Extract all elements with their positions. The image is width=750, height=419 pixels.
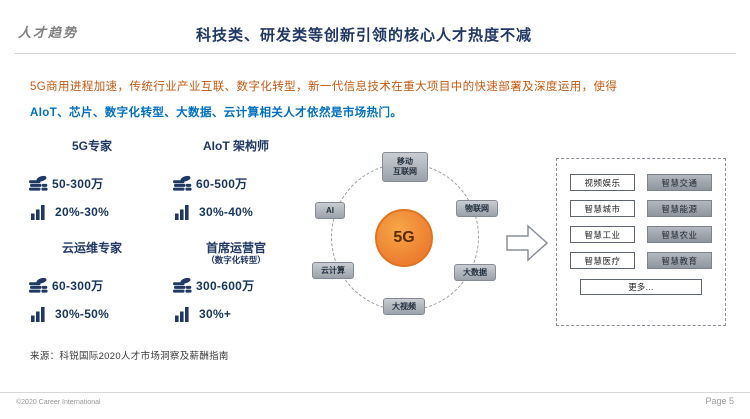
stat-role: 云运维专家 bbox=[61, 241, 122, 255]
growth-row: 30%-50% bbox=[28, 303, 156, 325]
stat-growth: 30%+ bbox=[199, 307, 232, 321]
app-item-smart-industry: 智慧工业 bbox=[570, 226, 635, 243]
salary-row: 60-300万 bbox=[28, 274, 156, 296]
app-item-smart-healthcare: 智慧医疗 bbox=[570, 252, 635, 269]
stat-role: AIoT 架构师 bbox=[203, 139, 269, 153]
page-number: Page 5 bbox=[705, 396, 734, 406]
section-eyebrow: 人才趋势 bbox=[18, 25, 79, 40]
stat-salary: 300-600万 bbox=[196, 278, 255, 293]
stat-role: 首席运营官 （数字化转型） bbox=[172, 240, 300, 274]
5g-center-circle: 5G bbox=[375, 209, 433, 267]
footer-divider bbox=[0, 392, 750, 393]
stat-card-cloud-ops-expert: 云运维专家 60-300万 30%-50% bbox=[28, 240, 156, 332]
bar-chart-icon bbox=[175, 306, 199, 322]
applications-grid: 视频娱乐 智慧交通 智慧城市 智慧能源 智慧工业 智慧农业 智慧医疗 智慧教育 bbox=[570, 174, 712, 269]
right-arrow-icon bbox=[505, 222, 549, 264]
growth-row: 30%-40% bbox=[172, 201, 300, 223]
growth-row: 30%+ bbox=[172, 303, 300, 325]
diagram-node-mobile-internet: 移动 互联网 bbox=[382, 152, 428, 182]
salary-row: 300-600万 bbox=[172, 274, 300, 296]
coins-icon bbox=[28, 277, 52, 294]
stat-card-aiot-architect: AIoT 架构师 60-500万 30%-40% bbox=[172, 138, 300, 230]
intro-line-2: AIoT、芯片、数字化转型、大数据、云计算相关人才依然是市场热门。 bbox=[30, 107, 403, 119]
source-note: 来源：科锐国际2020人才市场洞察及薪酬指南 bbox=[30, 351, 229, 362]
diagram-node-big-video: 大视频 bbox=[383, 298, 425, 315]
diagram-node-iot: 物联网 bbox=[456, 200, 498, 217]
diagram-node-ai: AI bbox=[315, 202, 345, 219]
coins-icon bbox=[172, 175, 196, 192]
stat-salary: 60-500万 bbox=[196, 176, 248, 191]
stat-growth: 30%-40% bbox=[199, 205, 254, 219]
diagram-node-cloud-computing: 云计算 bbox=[312, 262, 354, 279]
applications-panel: 视频娱乐 智慧交通 智慧城市 智慧能源 智慧工业 智慧农业 智慧医疗 智慧教育 … bbox=[556, 158, 726, 326]
bar-chart-icon bbox=[31, 306, 55, 322]
stat-salary: 60-300万 bbox=[52, 278, 104, 293]
stat-card-5g-expert: 5G专家 50-300万 20%-30% bbox=[28, 138, 156, 230]
app-item-video-entertainment: 视频娱乐 bbox=[570, 174, 635, 191]
app-item-smart-education: 智慧教育 bbox=[647, 252, 712, 269]
5g-ecosystem-diagram: 移动 互联网 AI 物联网 云计算 大数据 大视频 5G bbox=[298, 140, 533, 332]
stat-growth: 20%-30% bbox=[55, 205, 110, 219]
coins-icon bbox=[28, 175, 52, 192]
copyright: ©2020 Career International bbox=[16, 399, 101, 406]
app-item-more: 更多… bbox=[579, 279, 703, 295]
coins-icon bbox=[172, 277, 196, 294]
app-item-smart-energy: 智慧能源 bbox=[647, 200, 712, 217]
bar-chart-icon bbox=[175, 204, 199, 220]
bar-chart-icon bbox=[31, 204, 55, 220]
growth-row: 20%-30% bbox=[28, 201, 156, 223]
app-item-smart-agriculture: 智慧农业 bbox=[647, 226, 712, 243]
diagram-node-big-data: 大数据 bbox=[454, 264, 496, 281]
stat-role: 5G专家 bbox=[71, 139, 112, 153]
stat-card-coo-digital: 首席运营官 （数字化转型） 300-600万 30%+ bbox=[172, 240, 300, 332]
stat-salary: 50-300万 bbox=[52, 176, 104, 191]
salary-row: 50-300万 bbox=[28, 172, 156, 194]
stat-growth: 30%-50% bbox=[55, 307, 110, 321]
stat-role-sub: （数字化转型） bbox=[206, 254, 266, 265]
intro-paragraph: 5G商用进程加速，传统行业产业互联、数字化转型，新一代信息技术在重大项目中的快速… bbox=[30, 74, 730, 126]
header-divider bbox=[14, 53, 736, 54]
intro-line-1: 5G商用进程加速，传统行业产业互联、数字化转型，新一代信息技术在重大项目中的快速… bbox=[30, 81, 618, 93]
page-title: 科技类、研发类等创新引领的核心人才热度不减 bbox=[196, 27, 533, 44]
app-item-smart-transport: 智慧交通 bbox=[647, 174, 712, 191]
stat-role-main: 首席运营官 bbox=[205, 241, 266, 255]
app-item-smart-city: 智慧城市 bbox=[570, 200, 635, 217]
salary-row: 60-500万 bbox=[172, 172, 300, 194]
stats-grid: 5G专家 50-300万 20%-30% AIoT 架构师 60-500万 bbox=[28, 138, 300, 332]
